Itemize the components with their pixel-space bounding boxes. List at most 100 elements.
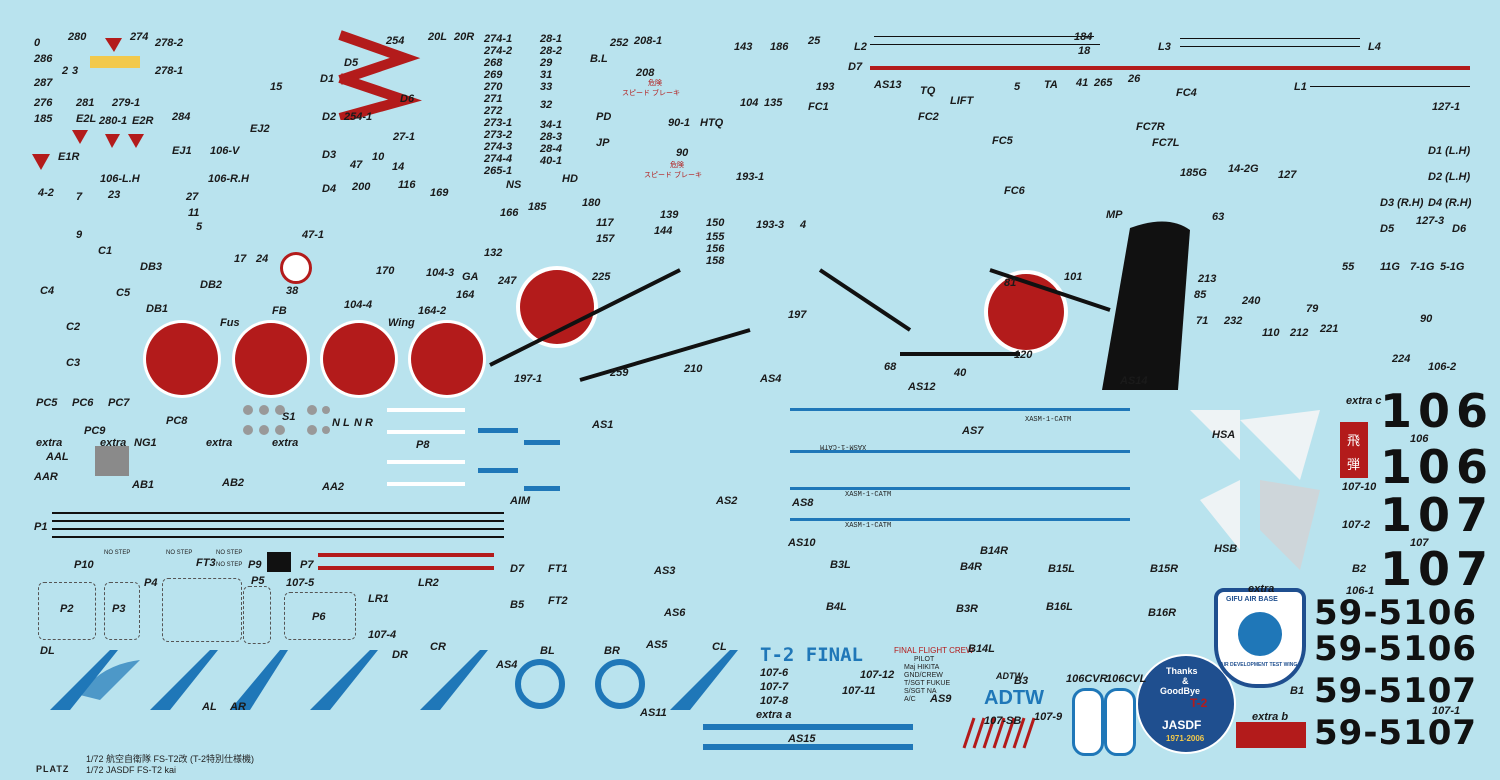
lbl-br: BR bbox=[604, 645, 620, 657]
lbl-107-2: 107-2 bbox=[1342, 519, 1371, 531]
lbl-lift: LIFT bbox=[950, 95, 974, 107]
lbl-27-1: 27-1 bbox=[393, 131, 416, 143]
lbl-al: AL bbox=[202, 701, 217, 713]
lbl-18: 18 bbox=[1078, 45, 1091, 57]
lbl-c5: C5 bbox=[116, 287, 131, 299]
lbl-as8: AS8 bbox=[792, 497, 814, 509]
lbl-272: 272 bbox=[484, 105, 503, 117]
tip-tank-106cvr bbox=[1072, 688, 1104, 756]
lbl-193: 193 bbox=[816, 81, 835, 93]
lbl-htq: HTQ bbox=[700, 117, 724, 129]
lbl-164-2: 164-2 bbox=[418, 305, 447, 317]
lbl-31: 31 bbox=[540, 69, 553, 81]
lbl-as5: AS5 bbox=[646, 639, 668, 651]
lbl-ab2: AB2 bbox=[222, 477, 245, 489]
lbl-273-1: 273-1 bbox=[484, 117, 513, 129]
lbl-185b: 185 bbox=[528, 201, 547, 213]
lbl-14: 14 bbox=[392, 161, 405, 173]
lbl-107-4: 107-4 bbox=[368, 629, 397, 641]
adtw-mark: ADTW bbox=[984, 687, 1044, 709]
lbl-ft3: FT3 bbox=[196, 557, 216, 569]
gray-tailplane-hsa-hsb bbox=[1190, 410, 1320, 570]
lbl-184: 184 bbox=[1074, 31, 1093, 43]
lbl-252: 252 bbox=[610, 37, 629, 49]
lbl-p8: P8 bbox=[416, 439, 430, 451]
lbl-d2: D2 bbox=[322, 111, 337, 123]
final-crew-title: FINAL FLIGHT CREW bbox=[894, 646, 974, 655]
lbl-fc4: FC4 bbox=[1176, 87, 1197, 99]
lbl-38: 38 bbox=[286, 285, 299, 297]
lbl-b3l: B3L bbox=[830, 559, 851, 571]
panel-p2 bbox=[38, 582, 96, 640]
lbl-180: 180 bbox=[582, 197, 601, 209]
lbl-as1: AS1 bbox=[592, 419, 614, 431]
lbl-79: 79 bbox=[1306, 303, 1319, 315]
lbl-c3: C3 bbox=[66, 357, 81, 369]
lbl-d3: D3 bbox=[322, 149, 337, 161]
lbl-155: 155 bbox=[706, 231, 725, 243]
panel-p5 bbox=[243, 586, 271, 644]
lbl-15: 15 bbox=[270, 81, 283, 93]
final-crew-line-5: A/C bbox=[904, 696, 916, 703]
stripe-p1a bbox=[52, 512, 504, 514]
lbl-dr: DR bbox=[392, 649, 408, 661]
lbl-b14l: B14L bbox=[968, 643, 995, 655]
hinomaru-225 bbox=[516, 266, 598, 348]
lbl-5-1g: 5-1G bbox=[1440, 261, 1465, 273]
lbl-117: 117 bbox=[596, 217, 614, 229]
white-stripe-p8a bbox=[387, 408, 465, 412]
lbl-p3: P3 bbox=[112, 603, 126, 615]
xasm-label-2: XASM-1-CATM bbox=[820, 442, 867, 450]
big-number-106b: 106 bbox=[1380, 440, 1495, 494]
lbl-b16r: B16R bbox=[1148, 607, 1177, 619]
lbl-ta: TA bbox=[1044, 79, 1058, 91]
lbl-110: 110 bbox=[1262, 327, 1280, 339]
lbl-7-1g: 7-1G bbox=[1410, 261, 1435, 273]
black-tail-fin bbox=[1102, 221, 1190, 390]
speed-brake-1: スピード ブレーキ bbox=[622, 90, 680, 97]
lbl-p4: P4 bbox=[144, 577, 158, 589]
lbl-jp: JP bbox=[596, 137, 610, 149]
lbl-hsb: HSB bbox=[1214, 543, 1238, 555]
lbl-127: 127 bbox=[1278, 169, 1297, 181]
lbl-20l: 20L bbox=[428, 31, 447, 43]
lbl-127-3: 127-3 bbox=[1416, 215, 1445, 227]
lbl-ft1: FT1 bbox=[548, 563, 568, 575]
danger-triangles bbox=[32, 38, 144, 170]
lbl-274: 274 bbox=[130, 31, 149, 43]
badge-thanks: Thanks bbox=[1166, 666, 1198, 676]
red-line-D7 bbox=[870, 66, 1470, 70]
lbl-104: 104 bbox=[740, 97, 759, 109]
serial-1: 59-5106 bbox=[1314, 593, 1478, 633]
lbl-0: 0 bbox=[34, 37, 41, 49]
lbl-28-2: 28-2 bbox=[540, 45, 563, 57]
danger-mark-1: 危険 bbox=[648, 80, 662, 87]
lbl-221: 221 bbox=[1320, 323, 1339, 335]
lbl-as7: AS7 bbox=[962, 425, 984, 437]
footer-brand: PLATZ bbox=[36, 764, 70, 774]
lbl-as15: AS15 bbox=[788, 733, 816, 745]
panel-p4 bbox=[162, 578, 242, 642]
lbl-90: 90 bbox=[676, 147, 689, 159]
line-L4 bbox=[1180, 38, 1360, 39]
lbl-extra-3: extra bbox=[206, 437, 233, 449]
lbl-d5: D5 bbox=[344, 57, 359, 69]
lbl-as14: AS14 bbox=[1120, 375, 1148, 387]
lbl-274-1: 274-1 bbox=[484, 33, 513, 45]
t2-final-title: T-2 FINAL bbox=[760, 644, 863, 666]
lbl-29: 29 bbox=[540, 57, 553, 69]
serial-4: 59-5107 bbox=[1314, 713, 1478, 753]
blue-stripe-as15b bbox=[703, 744, 913, 750]
lbl-b3: B3 bbox=[1014, 675, 1029, 687]
lbl-208: 208 bbox=[636, 67, 655, 79]
lbl-b3r: B3R bbox=[956, 603, 979, 615]
lbl-3: 3 bbox=[72, 65, 79, 77]
lbl-tq: TQ bbox=[920, 85, 936, 97]
lbl-28-4: 28-4 bbox=[540, 143, 563, 155]
lbl-fc7l: FC7L bbox=[1152, 137, 1180, 149]
panel-p6 bbox=[284, 592, 356, 640]
lbl-pc5: PC5 bbox=[36, 397, 58, 409]
lbl-157: 157 bbox=[596, 233, 615, 245]
no-step-2: NO STEP bbox=[166, 550, 193, 556]
